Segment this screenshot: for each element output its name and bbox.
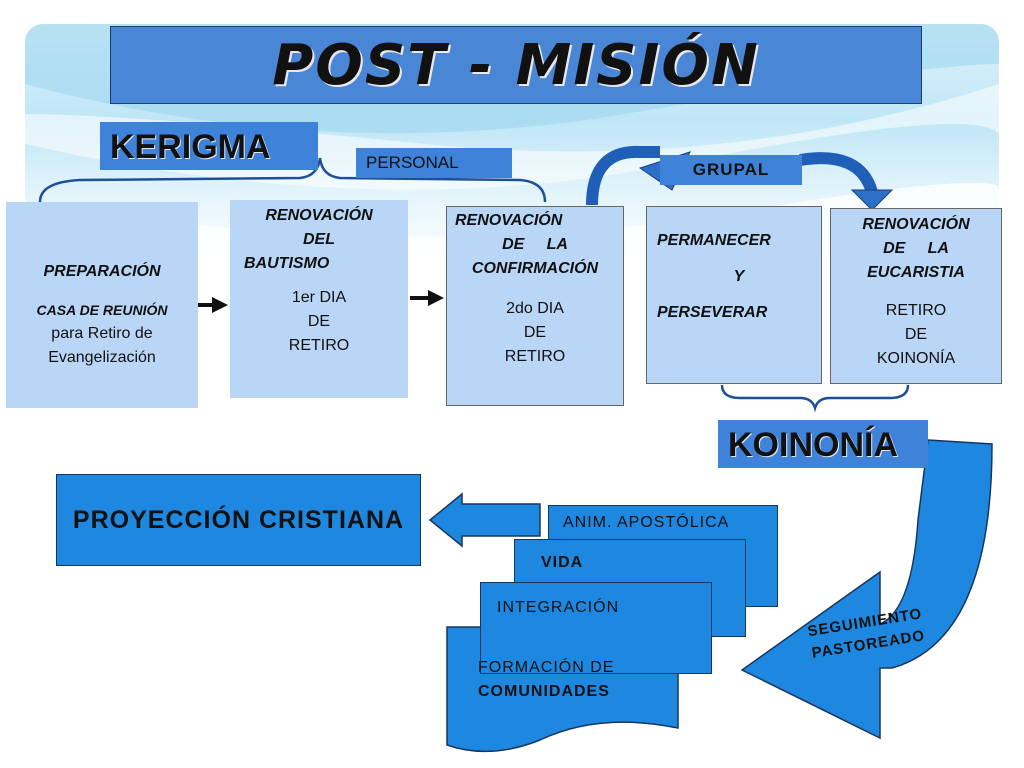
preparacion-line2: CASA DE REUNIÓN [36, 302, 168, 318]
permanecer-line1: PERMANECER [657, 232, 771, 249]
permanecer-line3: PERSEVERAR [657, 304, 768, 321]
eucaristia-line4: RETIRO [885, 302, 947, 319]
bautismo-line1: RENOVACIÓN [265, 207, 373, 224]
title-bar [110, 26, 922, 104]
bautismo-line4: 1er DIA [291, 289, 347, 306]
integracion-box: INTEGRACIÓN [480, 582, 712, 674]
personal-brace [38, 157, 547, 203]
confirmacion-line6: RETIRO [504, 348, 566, 365]
confirmacion-line4: 2do DIA [506, 300, 564, 317]
grupal-label: GRUPAL [660, 155, 802, 185]
card-permanecer: PERMANECER Y PERSEVERAR [646, 206, 822, 384]
formacion-text: FORMACIÓN DE COMUNIDADES [478, 656, 668, 704]
confirmacion-line5: DE [523, 324, 547, 341]
curved-arrow-right [799, 152, 878, 194]
eucaristia-line2: DE LA [883, 240, 949, 257]
kerigma-label: KERIGMA [100, 122, 318, 170]
arrow-head-grupal-right [850, 189, 894, 211]
card-eucaristia: RENOVACIÓN DE LA EUCARISTIA RETIRO DE KO… [830, 208, 1002, 384]
bautismo-line6: RETIRO [288, 337, 350, 354]
permanecer-line2: Y [733, 268, 745, 285]
card-bautismo: RENOVACIÓN DEL BAUTISMO 1er DIA DE RETIR… [230, 200, 408, 398]
formacion-line1: FORMACIÓN DE [478, 659, 615, 676]
card-preparacion: PREPARACIÓN CASA DE REUNIÓN para Retiro … [6, 202, 198, 408]
koinonia-label: KOINONÍA [718, 420, 928, 468]
eucaristia-line6: KOINONÍA [876, 350, 956, 367]
confirmacion-line3: CONFIRMACIÓN [471, 260, 599, 277]
bautismo-line2: DEL [303, 231, 335, 248]
confirmacion-line1: RENOVACIÓN [455, 212, 563, 229]
personal-label: PERSONAL [356, 148, 512, 178]
preparacion-title: PREPARACIÓN [43, 263, 161, 280]
arrow-right-2 [410, 290, 444, 306]
card-confirmacion: RENOVACIÓN DE LA CONFIRMACIÓN 2do DIA DE… [446, 206, 624, 406]
preparacion-line4: Evangelización [48, 349, 156, 366]
koinonia-brace [720, 384, 910, 413]
eucaristia-line1: RENOVACIÓN [862, 216, 970, 233]
proyeccion-cristiana-box: PROYECCIÓN CRISTIANA [56, 474, 421, 566]
preparacion-line3: para Retiro de [51, 325, 153, 342]
confirmacion-line2: DE LA [502, 236, 568, 253]
formacion-line2: COMUNIDADES [478, 683, 610, 700]
arrow-left-proyeccion [428, 492, 541, 548]
eucaristia-line5: DE [904, 326, 928, 343]
arrow-right-1 [194, 297, 228, 313]
curved-arrow-left [586, 145, 660, 206]
big-curved-arrow [740, 439, 993, 740]
bautismo-line5: DE [307, 313, 331, 330]
eucaristia-line3: EUCARISTIA [867, 264, 965, 281]
bautismo-line3: BAUTISMO [244, 255, 330, 272]
page-title: POST - MISIÓN [272, 32, 760, 98]
